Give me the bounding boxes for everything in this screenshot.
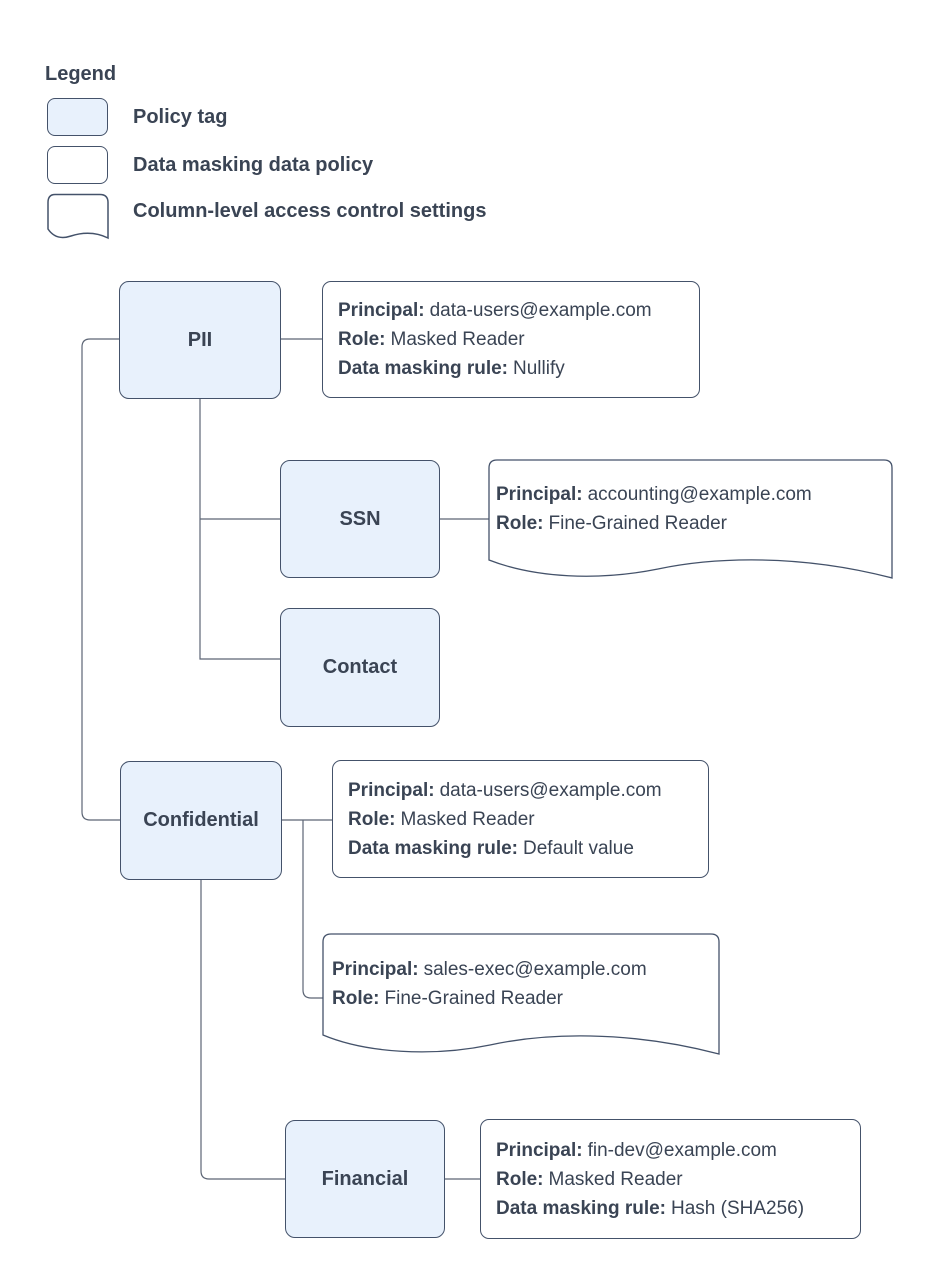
policy-tag-financial-label: Financial — [321, 1167, 409, 1190]
policy-tag-ssn: SSN — [280, 460, 440, 578]
data-policy-financial-role: Role:Masked Reader — [496, 1168, 683, 1190]
data-policy-confidential: Principal:data-users@example.com Role:Ma… — [332, 760, 709, 878]
policy-tag-confidential: Confidential — [120, 761, 282, 880]
connector-trunk-pii-confidential — [81, 338, 120, 821]
data-policy-pii-rule: Data masking rule:Nullify — [338, 358, 565, 379]
policy-tag-pii: PII — [119, 281, 281, 399]
data-policy-pii: Principal:data-users@example.com Role:Ma… — [322, 281, 700, 398]
access-control-ssn: Principal:accounting@example.com Role:Fi… — [496, 480, 886, 540]
access-control-confidential-role: Role:Fine-Grained Reader — [332, 988, 563, 1009]
data-policy-confidential-role: Role:Masked Reader — [348, 808, 535, 830]
policy-tag-ssn-label: SSN — [339, 507, 381, 530]
policy-tag-contact-label: Contact — [322, 656, 398, 678]
access-control-confidential-principal: Principal:sales-exec@example.com — [332, 959, 647, 980]
data-policy-financial: Principal:fin-dev@example.com Role:Maske… — [480, 1119, 861, 1239]
data-policy-confidential-rule: Data masking rule:Default value — [348, 837, 634, 859]
access-control-ssn-principal: Principal:accounting@example.com — [496, 484, 812, 505]
policy-tag-contact: Contact — [280, 608, 440, 727]
policy-tag-pii-label: PII — [187, 328, 213, 351]
legend-title: Legend — [45, 63, 117, 85]
data-policy-pii-role: Role:Masked Reader — [338, 329, 525, 350]
data-policy-pii-principal: Principal:data-users@example.com — [338, 300, 652, 321]
policy-tag-financial: Financial — [285, 1120, 445, 1238]
connector-pii-contact — [199, 399, 280, 660]
policy-tag-confidential-label: Confidential — [143, 809, 259, 831]
legend-swatch-data-policy — [47, 146, 108, 184]
legend-label-access-control: Column-level access control settings — [133, 200, 487, 222]
data-policy-confidential-principal: Principal:data-users@example.com — [348, 779, 662, 801]
legend-label-policy-tag: Policy tag — [133, 106, 228, 128]
legend-label-data-policy: Data masking data policy — [133, 154, 374, 176]
access-control-ssn-role: Role:Fine-Grained Reader — [496, 513, 727, 534]
data-policy-financial-principal: Principal:fin-dev@example.com — [496, 1139, 777, 1161]
connector-confidential-access — [302, 820, 323, 999]
access-control-confidential: Principal:sales-exec@example.com Role:Fi… — [332, 955, 712, 1015]
legend-swatch-access-control — [47, 193, 109, 240]
data-policy-financial-rule: Data masking rule:Hash (SHA256) — [496, 1197, 805, 1219]
connector-confidential-financial — [200, 880, 285, 1180]
legend-swatch-policy-tag — [47, 98, 108, 136]
